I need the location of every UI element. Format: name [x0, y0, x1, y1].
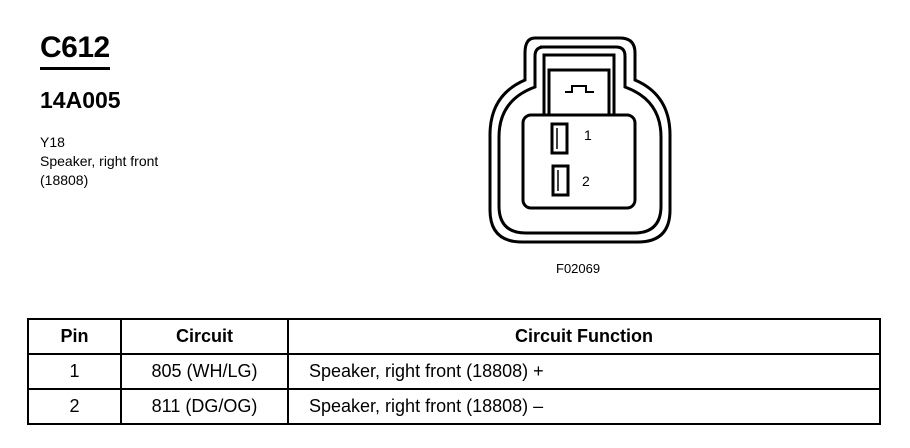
- component-reference: (18808): [40, 172, 89, 188]
- connector-housing-inner: [497, 45, 663, 235]
- header-circuit-function: Circuit Function: [287, 318, 881, 355]
- figure-id: F02069: [556, 261, 601, 276]
- grid-location: Y18: [40, 134, 65, 150]
- pin-number: 1: [27, 353, 122, 390]
- header-pin: Pin: [27, 318, 122, 355]
- part-number: 14A005: [40, 87, 121, 113]
- circuit-code: 805 (WH/LG): [120, 353, 289, 390]
- table-row: 1 805 (WH/LG) Speaker, right front (1880…: [27, 353, 881, 390]
- table-header-row: Pin Circuit Circuit Function: [27, 318, 881, 355]
- circuit-code: 811 (DG/OG): [120, 388, 289, 425]
- connector-housing-outer: [488, 36, 672, 244]
- terminal-cavity-block: [521, 113, 637, 210]
- connector-info: Y18 Speaker, right front (18808): [40, 133, 158, 190]
- component-description: Speaker, right front: [40, 153, 159, 169]
- pin-1-label: 1: [584, 127, 592, 143]
- connector-face-diagram: 1 2: [480, 20, 680, 252]
- connector-id: C612: [40, 30, 110, 70]
- pinout-table: Pin Circuit Circuit Function 1 805 (WH/L…: [27, 318, 881, 425]
- pin-2-label: 2: [582, 173, 590, 189]
- connector-face-drawing: 1 2: [488, 36, 672, 244]
- pin-2-terminal: [551, 164, 570, 197]
- circuit-function: Speaker, right front (18808) –: [287, 388, 881, 425]
- header-circuit: Circuit: [120, 318, 289, 355]
- locking-tab-detail: [565, 85, 594, 93]
- pin-number: 2: [27, 388, 122, 425]
- pin-1-terminal: [550, 122, 569, 155]
- locking-tab: [547, 68, 611, 117]
- circuit-function: Speaker, right front (18808) +: [287, 353, 881, 390]
- table-row: 2 811 (DG/OG) Speaker, right front (1880…: [27, 388, 881, 425]
